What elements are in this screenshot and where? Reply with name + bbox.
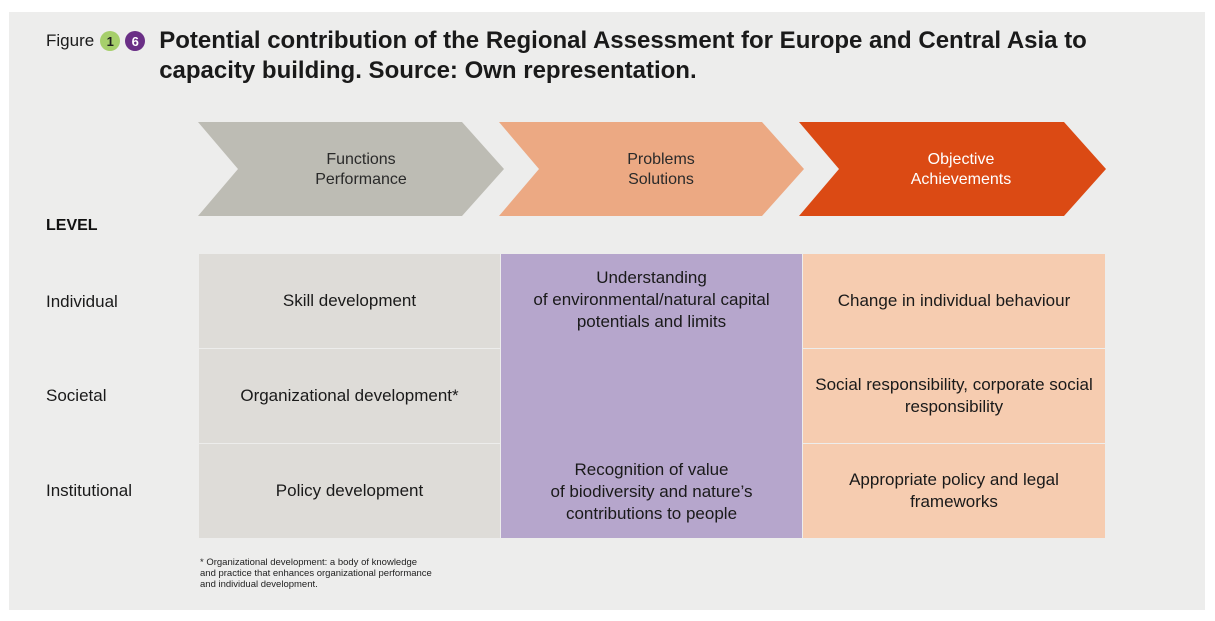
cell-change-behaviour: Change in individual behaviour [803,254,1105,348]
footnote-line2: and practice that enhances organizationa… [200,568,432,579]
figure-title: Potential contribution of the Regional A… [159,27,1087,84]
middle-bottom-line3: contributions to people [565,504,738,523]
chevron-problems-label: Problems Solutions [546,150,776,190]
footnote-line1: * Organizational development: a body of … [200,557,418,568]
middle-text-understanding: Understanding of environmental/natural c… [501,267,802,333]
chevron-functions-label: Functions Performance [246,150,476,190]
row-label-societal: Societal [46,386,107,405]
middle-top-line1: Understanding [596,268,707,287]
cell-policy-frameworks: Appropriate policy and legal frameworks [803,444,1105,538]
chevron-objective-label: Objective Achievements [846,150,1076,190]
middle-text-recognition: Recognition of value of biodiversity and… [501,459,802,525]
chapter-badge: 1 [100,31,121,51]
middle-top-line3: potentials and limits [576,312,727,331]
figure-number-badge: 6 [125,31,146,51]
middle-bottom-line2: of biodiversity and nature’s [550,482,753,501]
row-label-institutional: Institutional [46,481,132,500]
middle-top-line2: of environmental/natural capital [533,290,770,309]
figure-header: Figure 1 6 Potential contribution of the… [46,26,1129,86]
middle-bottom-line1: Recognition of value [574,460,729,479]
chevron-problems-line2: Solutions [628,171,694,188]
middle-column [501,254,802,538]
row-label-individual: Individual [46,292,118,311]
footnote-line3: and individual development. [200,579,318,590]
cell-skill-development: Skill development [199,254,500,348]
cell-policy-development: Policy development [199,444,500,538]
cell-organizational-development: Organizational development* [199,349,500,443]
footnote: * Organizational development: a body of … [200,557,500,590]
cell-social-responsibility: Social responsibility, corporate social … [803,349,1105,443]
chevron-objective-line1: Objective [927,151,995,168]
chevron-problems-line1: Problems [627,151,695,168]
level-heading: LEVEL [46,217,98,234]
figure-label: Figure [46,31,95,50]
chevron-functions-line2: Performance [315,171,407,188]
chevron-functions-line1: Functions [326,151,396,168]
chevron-objective-line2: Achievements [910,171,1012,188]
